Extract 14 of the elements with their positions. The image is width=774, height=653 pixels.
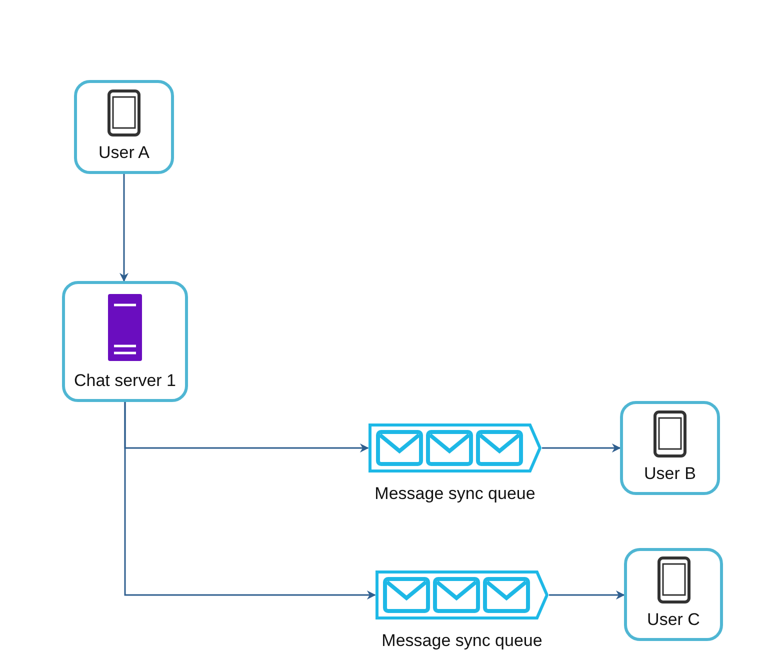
- queue-caption: Message sync queue: [374, 484, 536, 504]
- user-box: [620, 401, 720, 495]
- arrow: [542, 444, 621, 452]
- node-label: User B: [644, 464, 696, 484]
- node-label: User C: [647, 610, 700, 630]
- server-box: [62, 281, 188, 402]
- user-box: [74, 80, 174, 174]
- node-label: User A: [98, 143, 150, 163]
- arrow: [124, 402, 376, 600]
- queue-caption: Message sync queue: [382, 631, 542, 651]
- arrow: [549, 590, 625, 600]
- arrow: [120, 174, 128, 282]
- user-box: [624, 548, 723, 641]
- node-label: Chat server 1: [74, 371, 176, 391]
